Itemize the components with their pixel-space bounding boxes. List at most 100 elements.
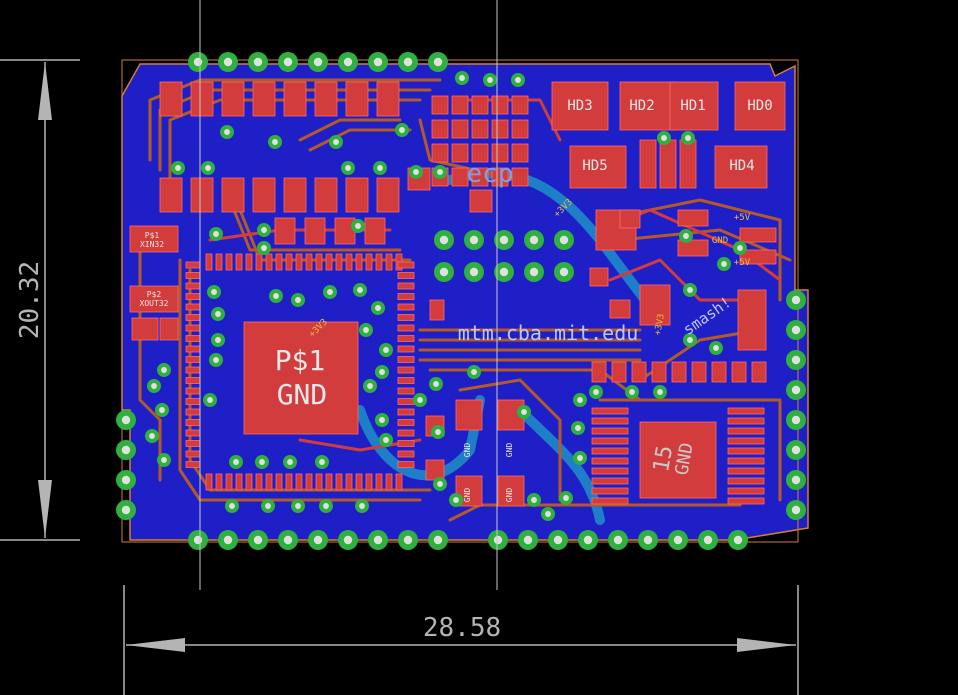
hd1-label: HD1 <box>680 98 705 114</box>
smd-pad <box>659 139 677 189</box>
ic-pin <box>727 497 765 505</box>
matrix-pad <box>471 95 489 115</box>
smd-pad <box>739 249 777 265</box>
via <box>573 393 587 407</box>
chip-pin <box>185 419 201 426</box>
ic-pin <box>591 427 629 435</box>
chip-pin <box>185 461 201 468</box>
matrix-pad <box>511 119 529 139</box>
ic-pin <box>727 437 765 445</box>
via <box>527 493 541 507</box>
via <box>653 385 667 399</box>
chip-pin <box>185 377 201 384</box>
header-pin-bottom <box>638 530 658 550</box>
via <box>681 131 695 145</box>
chip-pin <box>397 335 415 342</box>
chip-pin <box>185 293 201 300</box>
ps1-label: P$1 <box>275 344 326 377</box>
header-pin-top <box>368 52 388 72</box>
via <box>375 365 389 379</box>
chip-pin <box>385 473 393 491</box>
chip-pin <box>315 473 323 491</box>
program-header-pin <box>524 230 544 250</box>
via <box>449 493 463 507</box>
via <box>329 135 343 149</box>
chip-pin <box>397 419 415 426</box>
large-pad <box>639 284 671 326</box>
via <box>375 413 389 427</box>
matrix-pad <box>511 143 529 163</box>
via <box>211 307 225 321</box>
gnd-resistor-label-4: GND <box>505 488 514 503</box>
xout32-ref-label: P$2 <box>147 290 162 299</box>
via <box>431 425 445 439</box>
dimension-height <box>0 59 80 541</box>
hd0-label: HD0 <box>747 98 772 114</box>
chip-pin <box>397 324 415 332</box>
header-pin-top <box>308 52 328 72</box>
chip-pin <box>295 253 303 271</box>
resistor-pad <box>221 81 245 117</box>
ic-pin <box>591 417 629 425</box>
resistor-pad <box>304 217 326 245</box>
smd-pad <box>497 475 525 507</box>
chip-pin <box>185 303 201 311</box>
vias <box>116 52 806 550</box>
header-pin-bottom <box>698 530 718 550</box>
chip-pin <box>215 473 223 491</box>
via <box>429 377 443 391</box>
via <box>625 385 639 399</box>
chip-pin <box>397 282 415 290</box>
chip-pin <box>375 253 383 271</box>
xout32-pad <box>129 285 179 313</box>
chip-pin <box>305 253 313 271</box>
via <box>433 477 447 491</box>
row-pad <box>731 361 747 383</box>
chip-pin <box>397 440 415 447</box>
xin32-ref-label: P$1 <box>145 231 160 240</box>
p5v-label-a: +5V <box>734 213 751 223</box>
via <box>353 283 367 297</box>
via <box>257 223 271 237</box>
header-pin-top <box>248 52 268 72</box>
matrix-pad <box>511 95 529 115</box>
via <box>517 405 531 419</box>
row-pad <box>591 361 607 383</box>
resistor-pad <box>376 177 400 213</box>
header-pin-top <box>218 52 238 72</box>
smd-pad <box>737 289 767 351</box>
row-pad <box>691 361 707 383</box>
header-pin-bottom <box>308 530 328 550</box>
hd2-label: HD2 <box>629 98 654 114</box>
program-header-pin <box>494 230 514 250</box>
via <box>257 241 271 255</box>
resistor-pad <box>345 177 369 213</box>
large-pad <box>551 81 609 131</box>
ic-pin <box>591 437 629 445</box>
ic-pin <box>591 457 629 465</box>
header-pin-bottom <box>488 530 508 550</box>
header-pin-bottom <box>578 530 598 550</box>
program-header-pin <box>554 230 574 250</box>
chip-pin <box>185 282 201 290</box>
chip-pin <box>397 408 415 416</box>
via <box>379 433 393 447</box>
smd-pad <box>429 299 445 321</box>
chip-pin <box>185 450 201 458</box>
via <box>155 403 169 417</box>
xout32-label: XOUT32 <box>140 299 169 308</box>
via <box>657 131 671 145</box>
header-pin-right <box>786 380 806 400</box>
chip-pin <box>355 473 363 491</box>
via <box>145 429 159 443</box>
header-pin-right <box>786 350 806 370</box>
gnd-resistor-label-1: GND <box>463 443 472 458</box>
chip-pin <box>375 473 383 491</box>
large-pad <box>714 145 768 189</box>
resistor-pad <box>345 81 369 117</box>
chip-pin <box>365 473 373 491</box>
via <box>733 241 747 255</box>
p5v-label-b: +5V <box>734 258 751 268</box>
header-pin-bottom <box>248 530 268 550</box>
